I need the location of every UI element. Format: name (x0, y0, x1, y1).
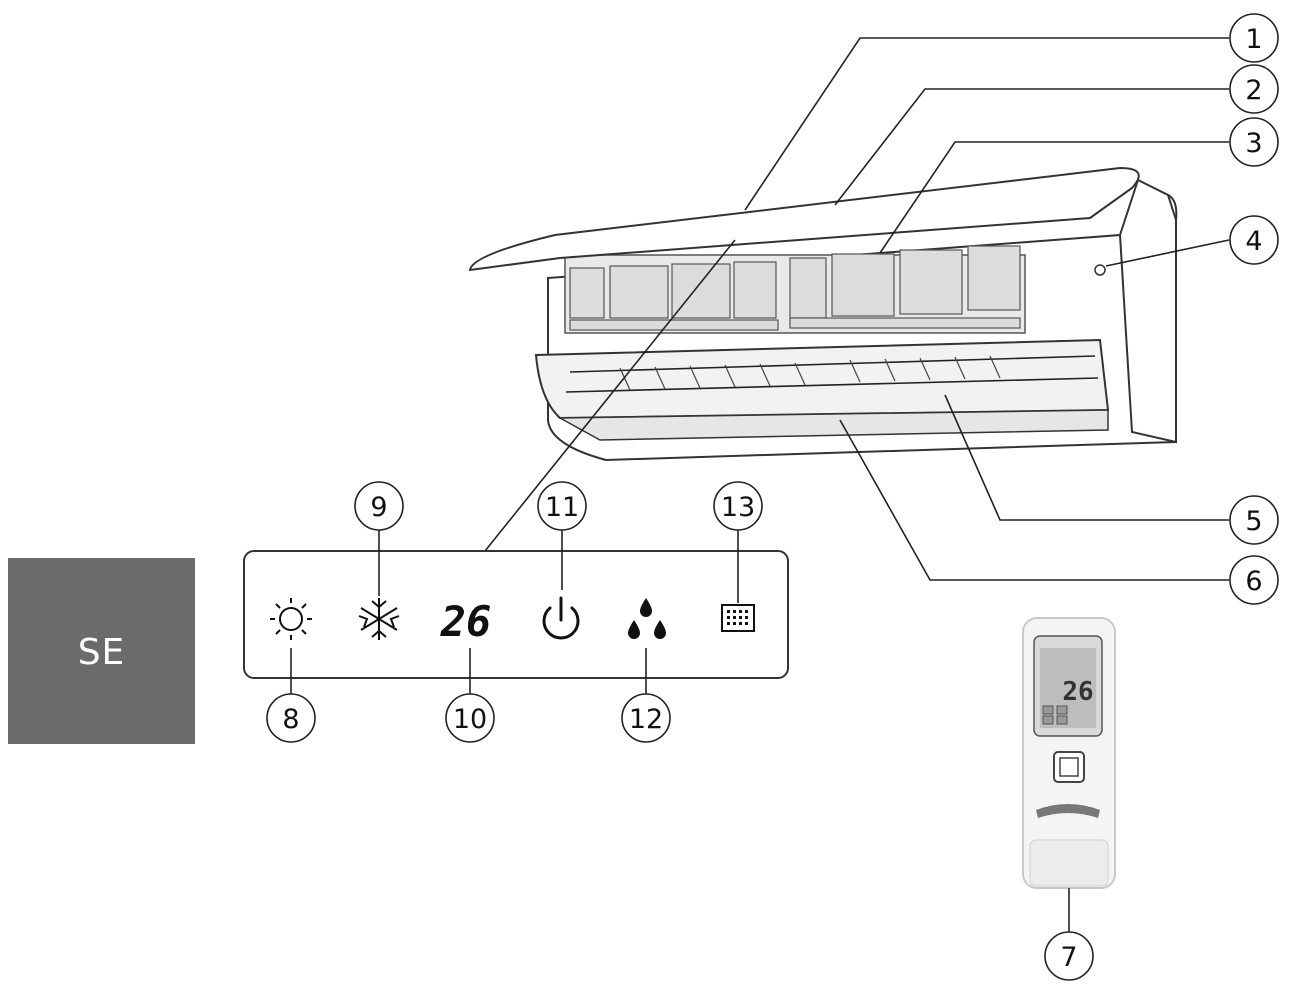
svg-text:4: 4 (1245, 226, 1262, 257)
svg-text:12: 12 (629, 704, 663, 735)
callout-9: 9 (354, 481, 404, 531)
svg-text:5: 5 (1245, 506, 1262, 537)
callout-6: 6 (1229, 555, 1279, 605)
svg-text:11: 11 (545, 492, 579, 523)
display-panel: 26 (243, 550, 789, 679)
svg-text:10: 10 (453, 704, 487, 735)
power-icon (542, 596, 580, 640)
callout-12: 12 (621, 693, 671, 743)
water-drops-icon (628, 598, 666, 639)
svg-text:7: 7 (1060, 942, 1077, 973)
sun-icon (270, 598, 312, 640)
language-label: SE (77, 632, 126, 673)
svg-text:6: 6 (1245, 566, 1262, 597)
svg-text:3: 3 (1245, 128, 1262, 159)
callout-11: 11 (537, 481, 587, 531)
callout-8: 8 (266, 693, 316, 743)
callout-4: 4 (1229, 215, 1279, 265)
svg-text:2: 2 (1245, 75, 1262, 106)
filter-grid-icon (721, 604, 755, 632)
svg-text:9: 9 (370, 492, 387, 523)
svg-text:13: 13 (721, 492, 755, 523)
svg-text:8: 8 (282, 704, 299, 735)
snowflake-icon (358, 598, 400, 640)
callout-10: 10 (445, 693, 495, 743)
callout-3: 3 (1229, 117, 1279, 167)
svg-text:1: 1 (1245, 24, 1262, 55)
indoor-unit (468, 166, 1178, 462)
callout-7: 7 (1044, 931, 1094, 981)
leader-lines (290, 37, 1230, 932)
callout-5: 5 (1229, 495, 1279, 545)
callout-2: 2 (1229, 64, 1279, 114)
panel-temperature: 26 (440, 597, 492, 646)
callout-13: 13 (713, 481, 763, 531)
callout-1: 1 (1229, 13, 1279, 63)
language-label-box: SE (8, 558, 195, 744)
remote-temperature: 26 (1062, 677, 1093, 707)
callout-markers: 1 2 3 4 5 6 7 8 9 10 11 12 13 (266, 13, 1279, 981)
louver-slats (619, 355, 1001, 391)
remote-control: 26 (1022, 617, 1116, 889)
filter-grid (569, 245, 1021, 331)
